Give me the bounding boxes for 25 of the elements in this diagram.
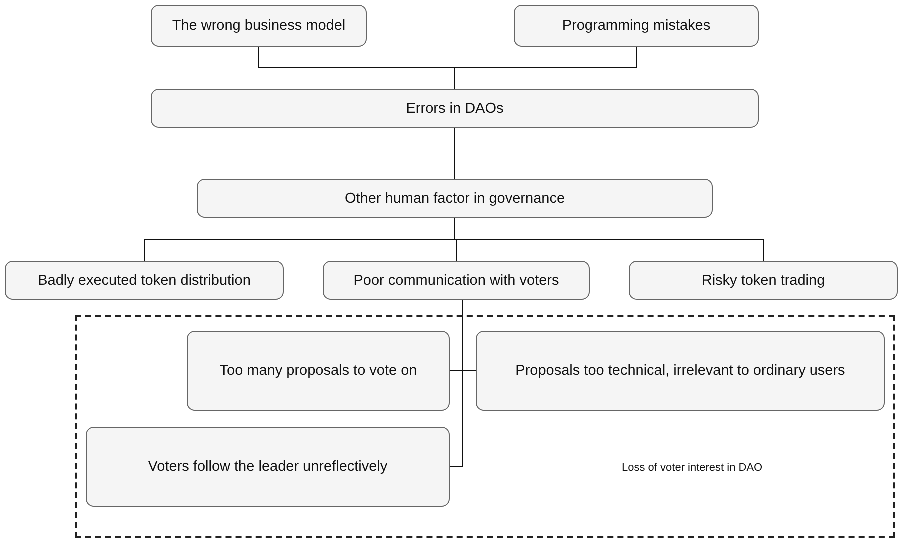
rounded-box [187,331,450,411]
rounded-box [5,261,284,300]
connector-line [454,128,456,180]
group-label: Loss of voter interest in DAO [622,462,763,474]
connector-line [454,46,637,90]
rounded-box [151,5,367,47]
rounded-box [151,89,759,128]
rounded-box [323,261,590,300]
connector-line [450,300,464,468]
rounded-box [86,427,450,507]
dashed-group-frame [75,315,895,538]
box-text: Errors in DAOs [405,100,505,116]
box-text: The wrong business model [171,18,347,34]
box-text: Badly executed token distribution [37,272,252,288]
box-text: Voters follow the leader unreflectively [147,459,389,475]
rounded-box [476,331,885,411]
box-text: Risky token trading [700,272,826,288]
rounded-box [514,5,759,47]
rounded-box [629,261,898,300]
box-text: Poor communication with voters [352,272,560,288]
box-text: Proposals too technical, irrelevant to ordinary users [514,363,846,379]
box-text: Other human factor in governance [344,190,566,206]
box-text: Too many proposals to vote on [218,363,418,379]
rounded-box [197,179,713,218]
box-text: Programming mistakes [561,18,712,34]
